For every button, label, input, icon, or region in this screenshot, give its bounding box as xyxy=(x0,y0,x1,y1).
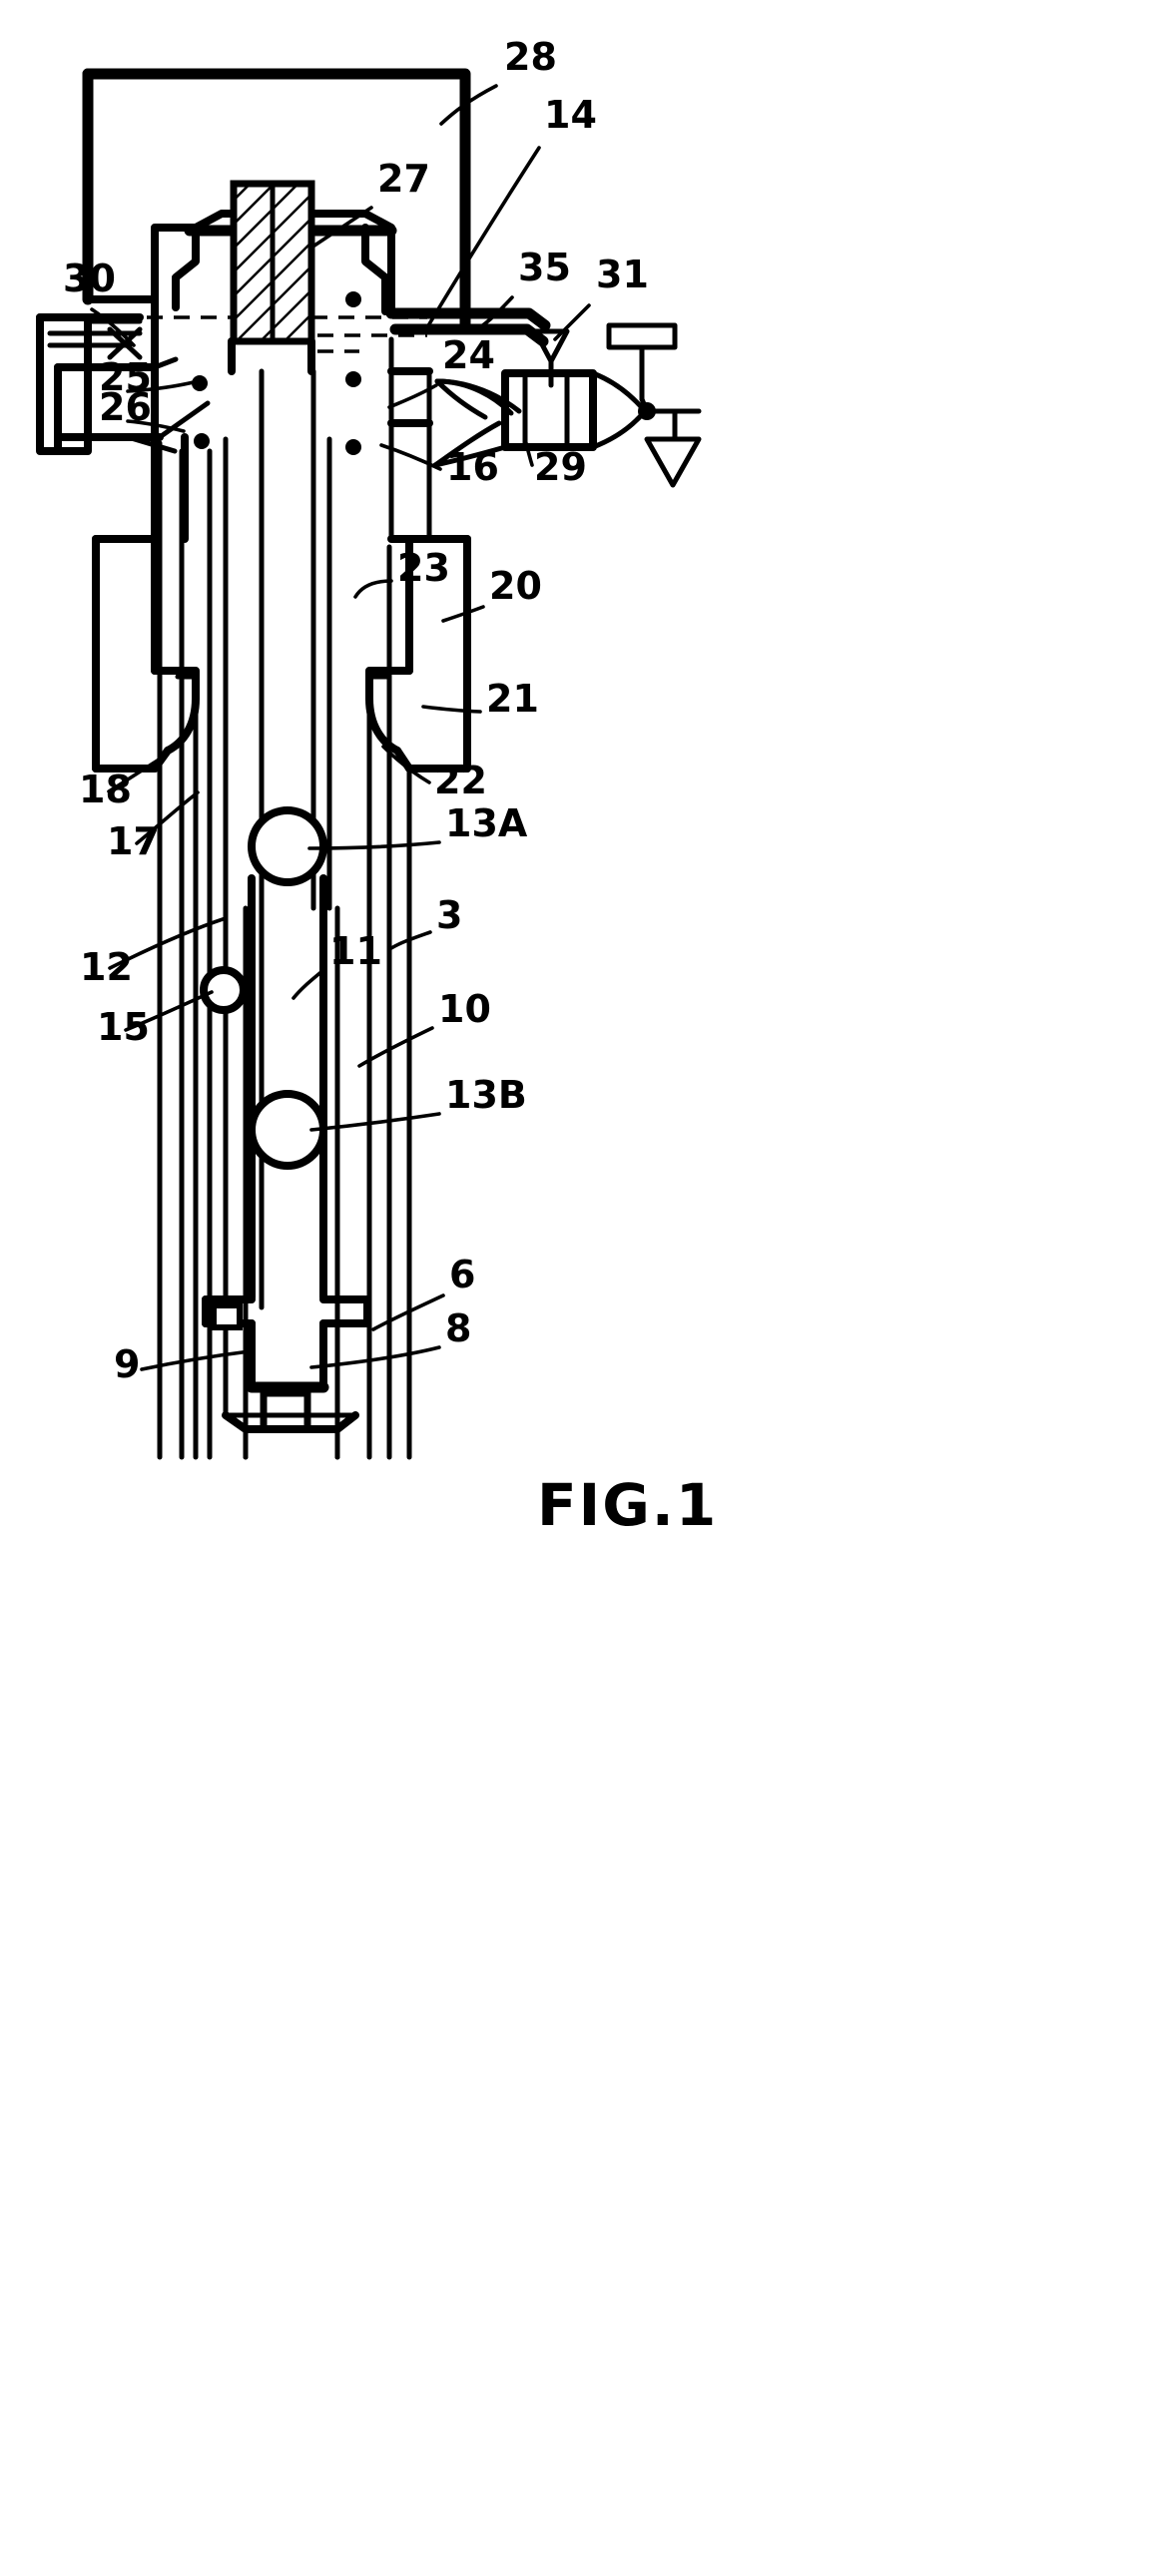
lower-sub-assembly xyxy=(202,1295,371,1460)
callout-leader-3 xyxy=(389,930,432,950)
callout-leader-11 xyxy=(292,968,325,1000)
callout-leader-6 xyxy=(371,1293,445,1331)
callout-number-22: 22 xyxy=(434,759,487,802)
callout-leader-28 xyxy=(439,84,498,126)
callout-leader-22 xyxy=(381,745,431,784)
callout-leader-20 xyxy=(441,605,485,623)
callout-number-17: 17 xyxy=(107,819,160,863)
callout-leader-18 xyxy=(107,755,166,793)
callout-number-30: 30 xyxy=(63,257,116,300)
callout-leader-31 xyxy=(553,303,591,341)
callout-leader-14 xyxy=(425,146,541,329)
callout-number-35: 35 xyxy=(518,246,571,289)
callout-leader-15 xyxy=(124,990,214,1032)
flow-line-35 xyxy=(385,291,551,543)
callout-number-12: 12 xyxy=(80,945,133,989)
callout-leader-13A xyxy=(307,840,441,850)
callout-leader-30 xyxy=(90,307,136,347)
surface-equipment-group xyxy=(432,322,702,488)
callout-number-6: 6 xyxy=(449,1253,475,1296)
callout-leader-23 xyxy=(353,579,393,599)
callout-leader-10 xyxy=(357,1026,434,1068)
callout-leader-24 xyxy=(387,383,438,409)
callout-number-23: 23 xyxy=(397,546,450,590)
callout-leader-16 xyxy=(379,443,442,471)
centralizer-elements xyxy=(200,806,327,1170)
callout-number-24: 24 xyxy=(442,333,495,377)
outer-body-20 xyxy=(92,343,471,773)
callout-number-3: 3 xyxy=(436,893,462,937)
callout-number-20: 20 xyxy=(489,564,542,608)
callout-leader-25 xyxy=(126,379,200,393)
callout-number-13B: 13B xyxy=(445,1073,527,1117)
callout-number-25: 25 xyxy=(99,355,152,399)
callout-leader-26 xyxy=(126,419,186,433)
callout-number-21: 21 xyxy=(486,677,539,721)
callout-number-16: 16 xyxy=(446,445,499,489)
callout-number-29: 29 xyxy=(534,445,587,489)
callout-number-28: 28 xyxy=(504,35,557,79)
callout-leader-17 xyxy=(135,790,200,845)
callout-leader-35 xyxy=(475,295,514,331)
callout-leader-8 xyxy=(309,1345,441,1369)
hatched-element-27 xyxy=(230,180,315,345)
upper-flange-assembly xyxy=(151,210,397,351)
callout-number-14: 14 xyxy=(544,93,597,137)
callout-number-26: 26 xyxy=(99,385,152,429)
callout-number-18: 18 xyxy=(79,768,132,811)
callout-number-13A: 13A xyxy=(445,801,528,845)
callout-leader-21 xyxy=(421,705,482,714)
callout-leader-9 xyxy=(140,1349,252,1371)
callout-number-11: 11 xyxy=(329,929,382,973)
callout-number-10: 10 xyxy=(438,987,491,1031)
callout-number-31: 31 xyxy=(596,253,649,296)
callout-number-9: 9 xyxy=(114,1342,140,1386)
callout-number-15: 15 xyxy=(97,1005,150,1049)
callout-leader-13B xyxy=(309,1112,441,1132)
figure-caption: FIG.1 xyxy=(537,1471,718,1539)
callout-leader-12 xyxy=(108,916,228,970)
callout-number-8: 8 xyxy=(445,1306,471,1350)
callout-leader-29 xyxy=(523,437,534,467)
side-port-assembly-left xyxy=(36,291,361,455)
inner-tube-string xyxy=(157,368,412,1460)
callout-leader-27 xyxy=(309,206,373,250)
central-mandrel-upper xyxy=(120,315,427,375)
callout-number-27: 27 xyxy=(377,157,430,201)
